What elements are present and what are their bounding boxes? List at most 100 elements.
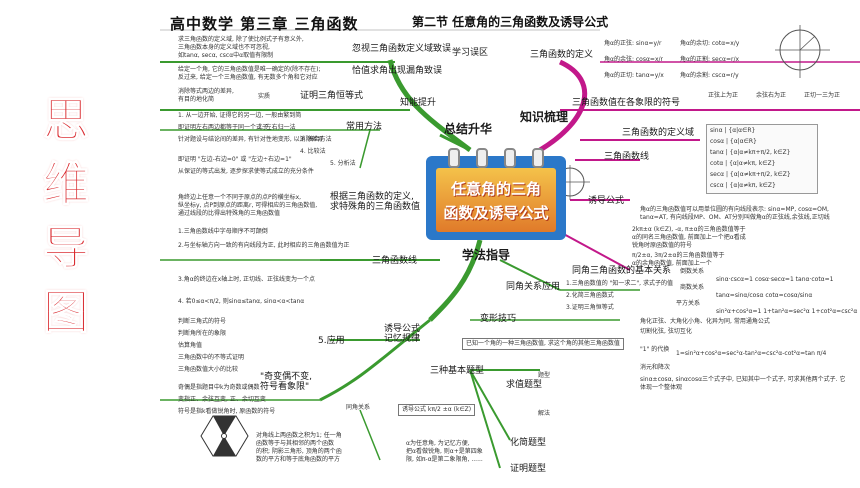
- method-item: 1. 从一边开始, 证得它的另一边, 一般由繁到简: [178, 112, 302, 119]
- note: 针对题设与结论间的差异, 有针对性地变形, 以消除差异: [178, 136, 324, 143]
- type-item: 求值题型: [506, 380, 543, 390]
- same-item: 3.证明三角恒等式: [566, 304, 614, 311]
- note: 有目的地化简: [178, 96, 215, 103]
- page-subtitle: 第二节 任意角的三角函数及诱导公式: [412, 15, 609, 29]
- note: sinα±cosα, sinαcosα三个式子中, 已知其中一个式子, 可求其他…: [640, 376, 846, 391]
- domain-row: sinα | {α|α∈R}: [710, 127, 756, 134]
- sign-head: 余弦右为正: [756, 92, 787, 99]
- def-item: 角α的正弦: sinα=y/r: [604, 40, 662, 47]
- type-item: 化简题型: [510, 438, 547, 448]
- note: α为任意角, 为记忆方便,: [406, 440, 470, 447]
- note: 数的平方和等于底角函数的平方: [256, 456, 341, 463]
- note: 求三角函数的定义域, 除了使比例式子有意义外,: [178, 36, 304, 43]
- node-formula: 诱导公式 kπ/2 ±α (k∈Z): [398, 404, 476, 416]
- domain-table: sinα | {α|α∈R} cosα | {α|α∈R} tanα | {α|…: [706, 124, 818, 194]
- def-item: 角α的余割: cscα=r/y: [680, 72, 739, 79]
- note: 从保证的等式出发, 逐步探求使等式成立的充分条件: [178, 168, 314, 175]
- same-item: 2.化简三角函数式: [566, 292, 614, 299]
- node-same-rel: 同角关系: [346, 404, 371, 411]
- note: 角化正弦、大角化小角、化异为同, 常用通角公式: [640, 318, 770, 325]
- sign-head: 正弦上为正: [708, 92, 739, 99]
- note: 角终边上任意一个不同于原点的点P的横坐标x,: [178, 194, 302, 201]
- method-item: 3. 凑合方法: [300, 136, 332, 143]
- trigline-item: 3.角α的终边在x轴上时, 正切线、正弦线变为一个点: [178, 276, 316, 283]
- node-induce: 诱导公式: [588, 196, 625, 206]
- note: 即证明 "左边-右边=0" 或 "左边÷右边=1": [178, 156, 292, 163]
- domain-row: secα | {α|α≠kπ+π/2, k∈Z}: [710, 171, 791, 178]
- note: 把α看做锐角, 则α+是第四象: [406, 448, 483, 455]
- formula: tanα=sinα/cosα cotα=cosα/sinα: [716, 292, 813, 299]
- side-title-char: 图: [43, 285, 90, 340]
- domain-row: tanα | {α|α≠kπ+π/2, k∈Z}: [710, 149, 791, 156]
- note: α的余角函数值, 前面加上一个: [632, 260, 712, 267]
- domain-row: cscα | {α|α≠kπ, k∈Z}: [710, 182, 776, 189]
- method-branch-line: [428, 239, 483, 322]
- node-area-1: 忽视三角函数定义域致误: [352, 44, 452, 54]
- page-title: 高中数学 第三章 三角函数: [170, 15, 359, 33]
- method-item: 2. 左右归一法: [258, 124, 296, 131]
- def-item: 角α的余切: cotα=x/y: [680, 40, 740, 47]
- method-item: 4. 比较法: [300, 148, 326, 155]
- side-title-char: 导: [43, 221, 90, 276]
- node-recip: 倒数关系: [680, 268, 705, 275]
- node-prove: 证明三角恒等式: [300, 91, 364, 101]
- node-trigline: 三角函数线: [372, 256, 418, 266]
- branch-summary: 总结升华: [444, 122, 493, 136]
- note: 给定一个角, 它的三角函数值是唯一确定的(除不存在);: [178, 66, 321, 73]
- node-common: 常用方法: [346, 122, 383, 132]
- note: 纵坐标y, 点P到原点的距离r, 可得相应的三角函数值,: [178, 202, 318, 209]
- node-apply: 5.应用: [318, 336, 345, 346]
- formula: sin²α+cos²α=1 1+tan²α=sec²α 1+cot²α=csc²…: [716, 308, 858, 315]
- domain-row: cosα | {α|α∈R}: [710, 138, 757, 145]
- type-item: 证明题型: [510, 464, 547, 474]
- node-line: 三角函数线: [604, 152, 650, 162]
- def-item: 角α的正割: secα=r/x: [680, 56, 740, 63]
- node-induce-mem: 诱导公式 记忆规律: [384, 324, 421, 344]
- skill-item: 切割化弦, 弦切互化: [640, 328, 692, 335]
- apply-item: 三角函数中的不等式证明: [178, 354, 245, 361]
- note: α的同名三角函数值, 前面加上一个把α看成: [632, 234, 746, 241]
- note: 即证明左右两边都等于同一个式子: [178, 124, 269, 131]
- method-item: 5. 分析法: [330, 160, 356, 167]
- central-topic-line1: 任意角的三角: [450, 180, 541, 198]
- note: 角α的三角函数值可以用单位圆的有向线段表示: sinα=MP, cosα=OM,…: [640, 206, 830, 221]
- note: 消除等式两边的差异,: [178, 88, 234, 95]
- apply-item: 判断三角式的符号: [178, 318, 227, 325]
- skill-item: "1" 的代换: [640, 346, 670, 353]
- note: 的积; 阴影三角形, 顶角的两个函: [256, 448, 342, 455]
- node-area-2: 恰值求角出现漏角致误: [352, 66, 443, 76]
- node-square: 平方关系: [676, 300, 701, 307]
- rule-note: 符号是指k看做锐角时, 原函数的符号: [178, 408, 276, 415]
- note: 三角函数本身的定义域也不可忽视,: [178, 44, 270, 51]
- side-title-char: 思: [43, 93, 90, 148]
- note: π/2±α, 3π/2±α的三角函数值等于: [632, 252, 725, 259]
- type-sub: 解法: [538, 410, 551, 417]
- trigline-item: 4. 若0≤α<π/2, 则sinα≤tanα, sinα<α<tanα: [178, 298, 305, 305]
- node-skills: 变形技巧: [480, 314, 517, 324]
- rule-note: 奇偶是指题目中k为奇数或偶数: [178, 384, 260, 391]
- node-def-task: 根据三角函数的定义, 求特殊角的三角函数值: [330, 192, 421, 212]
- formula: sinα·cscα=1 cosα·secα=1 tanα·cotα=1: [716, 276, 834, 283]
- branch-review: 知识梳理: [520, 110, 569, 124]
- same-item: 1.三角函数值的 "知一求二", 求式子的值: [566, 280, 673, 287]
- apply-item: 估算角值: [178, 342, 203, 349]
- node-domain: 三角函数的定义域: [622, 128, 695, 138]
- review-branch-line: [538, 59, 588, 153]
- note: 限, 如π-α是第二象限角, ......: [406, 456, 483, 463]
- node-def: 三角函数的定义: [530, 50, 594, 60]
- central-topic: 任意角的三角 函数及诱导公式: [426, 148, 566, 240]
- note: 通过线段的比得出特殊角的三角函数值: [178, 210, 281, 217]
- def-item: 角α的余弦: cosα=x/r: [604, 56, 664, 63]
- node-sign: 三角函数值在各象限的符号: [572, 98, 681, 108]
- node-improve: 知能提升: [400, 98, 437, 108]
- node-quot: 商数关系: [680, 284, 705, 291]
- node-induce-rule: "奇变偶不变, 符号看象限": [260, 372, 313, 392]
- central-topic-line2: 函数及诱导公式: [443, 204, 549, 222]
- sign-head: 正切一三为正: [804, 92, 841, 99]
- node-real: 实质: [258, 93, 271, 100]
- note: 2kπ±α (k∈Z), -α, π±α的三角函数值等于: [632, 226, 746, 233]
- node-same-angle: 同角关系应用: [506, 282, 561, 292]
- node-learning-area: 学习误区: [452, 48, 489, 58]
